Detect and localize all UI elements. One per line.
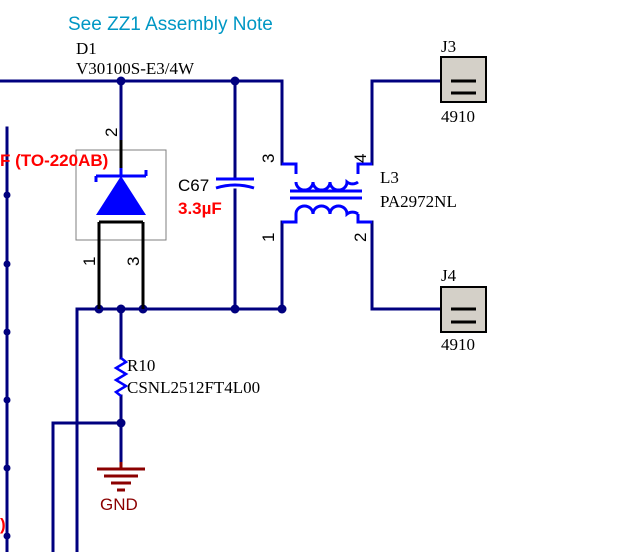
d1-pin-number-left: 1 [80,257,99,266]
l3-leads [282,162,372,224]
junction-dot [277,304,287,314]
junction-dot [3,260,11,268]
ground-symbol: GND [97,462,145,514]
transformer-secondary-coil-icon [294,204,359,218]
capacitor-c67[interactable]: C67 3.3µF [178,176,255,218]
gnd-label: GND [100,495,138,514]
transformer-core-icon [290,189,362,200]
r10-value: CSNL2512FT4L00 [127,378,260,397]
d1-value: V30100S-E3/4W [76,59,195,78]
junction-dot [3,464,11,472]
junction-dot [3,396,11,404]
wire-top-net [0,79,284,166]
d1-pin-number-top: 2 [102,128,121,137]
j3-slot-icon [451,79,476,95]
capacitor-plate-bottom [215,183,255,190]
junction-dot [116,418,126,428]
d1-ref: D1 [76,39,97,58]
wire-j3 [370,79,443,166]
d1-package-label: F (TO-220AB) [0,151,108,170]
diode-icon [96,176,146,215]
j3-ref: J3 [441,37,456,56]
resistor-icon [113,357,129,397]
ground-icon [97,462,145,492]
connector-j3[interactable]: J3 4910 [440,37,487,126]
junction-dot [230,304,240,314]
resistor-r10[interactable]: R10 CSNL2512FT4L00 [113,356,260,397]
wire-j4 [370,220,443,311]
j3-value: 4910 [441,107,475,126]
junction-dot [116,304,126,314]
c67-value: 3.3µF [178,199,222,218]
j4-value: 4910 [441,335,475,354]
junction-dot [3,532,11,540]
r10-ref: R10 [127,356,155,375]
d1-pin-number-right: 3 [124,257,143,266]
l3-ref: L3 [380,168,399,187]
connector-j4[interactable]: J4 4910 [440,266,487,354]
wires [0,79,443,552]
edge-fragment-label: ) [0,515,6,534]
diode-d1[interactable]: D1 V30100S-E3/4W F (TO-220AB) 2 1 3 [0,39,195,309]
l3-pin-number-2: 2 [351,233,370,242]
assembly-note: See ZZ1 Assembly Note [68,14,273,35]
j4-ref: J4 [441,266,457,285]
wire-far-left-drop [51,421,123,552]
junction-dot [116,76,126,86]
c67-ref: C67 [178,176,209,195]
transformer-l3[interactable]: 3 1 4 2 L3 PA2972NL [259,154,457,242]
junction-dot [230,76,240,86]
j4-slot-icon [451,307,476,324]
l3-pin-number-1: 1 [259,233,278,242]
transformer-primary-coil-icon [294,178,359,192]
d1-pin-leads [97,140,145,309]
junction-dot [3,328,11,336]
l3-value: PA2972NL [380,192,457,211]
junction-dot [3,191,11,199]
l3-pin-number-3: 3 [259,154,278,163]
l3-pin-number-4: 4 [351,154,370,163]
